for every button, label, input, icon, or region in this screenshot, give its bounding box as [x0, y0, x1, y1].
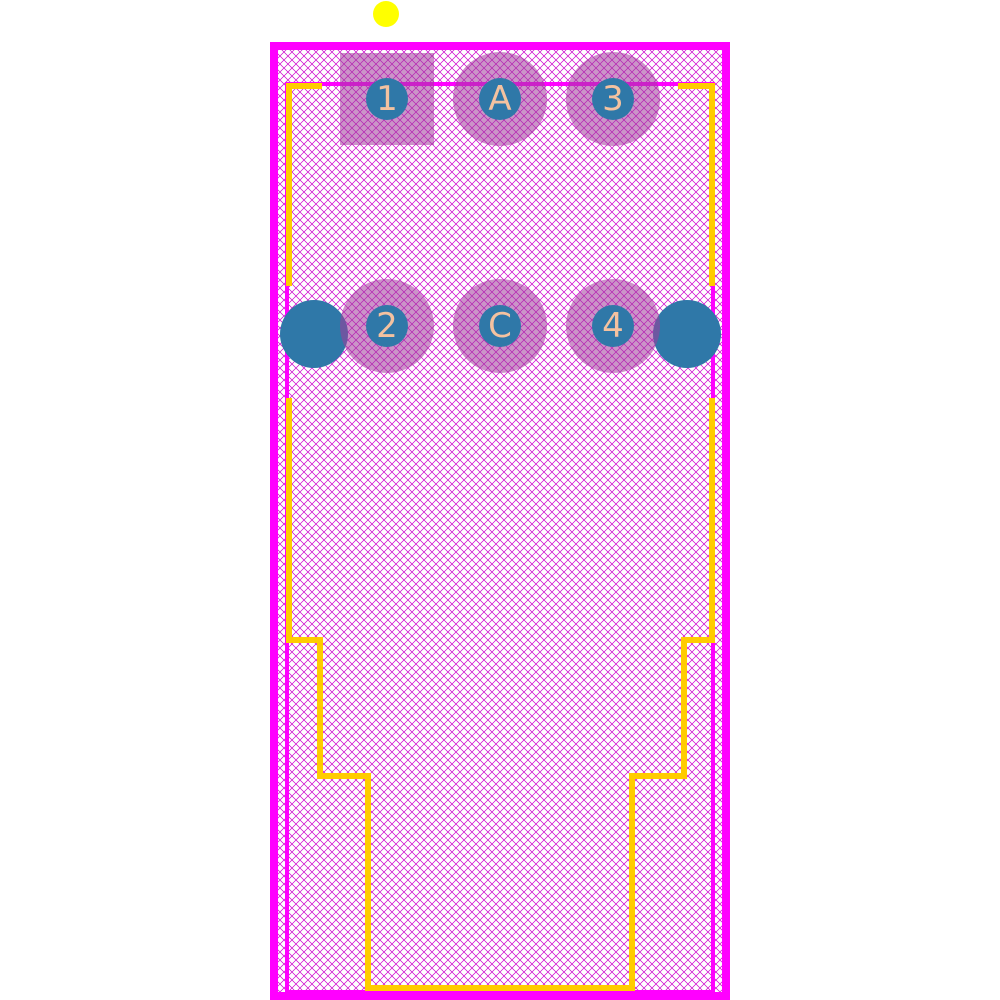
pad-4: 4: [566, 279, 660, 373]
mounting-hole-left: [280, 300, 348, 368]
pad-1-drill: [366, 78, 408, 120]
mounting-hole-right: [653, 300, 721, 368]
pad-2-label: 2: [376, 306, 398, 346]
pad-a-drill: [479, 78, 521, 120]
pad-4-drill: [592, 305, 634, 347]
pad-3-label: 3: [602, 79, 624, 119]
courtyard-hatch: [274, 46, 726, 996]
courtyard-outline: [270, 42, 730, 1000]
pad-1: 1: [340, 53, 434, 145]
silkscreen-outline: [286, 83, 715, 991]
pin1-marker-dot: [373, 1, 399, 27]
pad-3-drill: [592, 78, 634, 120]
pad-1-label: 1: [376, 79, 398, 119]
pad-4-label: 4: [602, 306, 624, 346]
pad-3: 3: [566, 52, 660, 146]
pad-c: C: [453, 279, 547, 373]
pad-a-label: A: [488, 79, 511, 119]
pad-a: A: [453, 52, 547, 146]
pad-c-label: C: [488, 306, 512, 346]
pad-2: 2: [340, 279, 434, 373]
pad-c-drill: [479, 305, 521, 347]
pad-2-drill: [366, 305, 408, 347]
